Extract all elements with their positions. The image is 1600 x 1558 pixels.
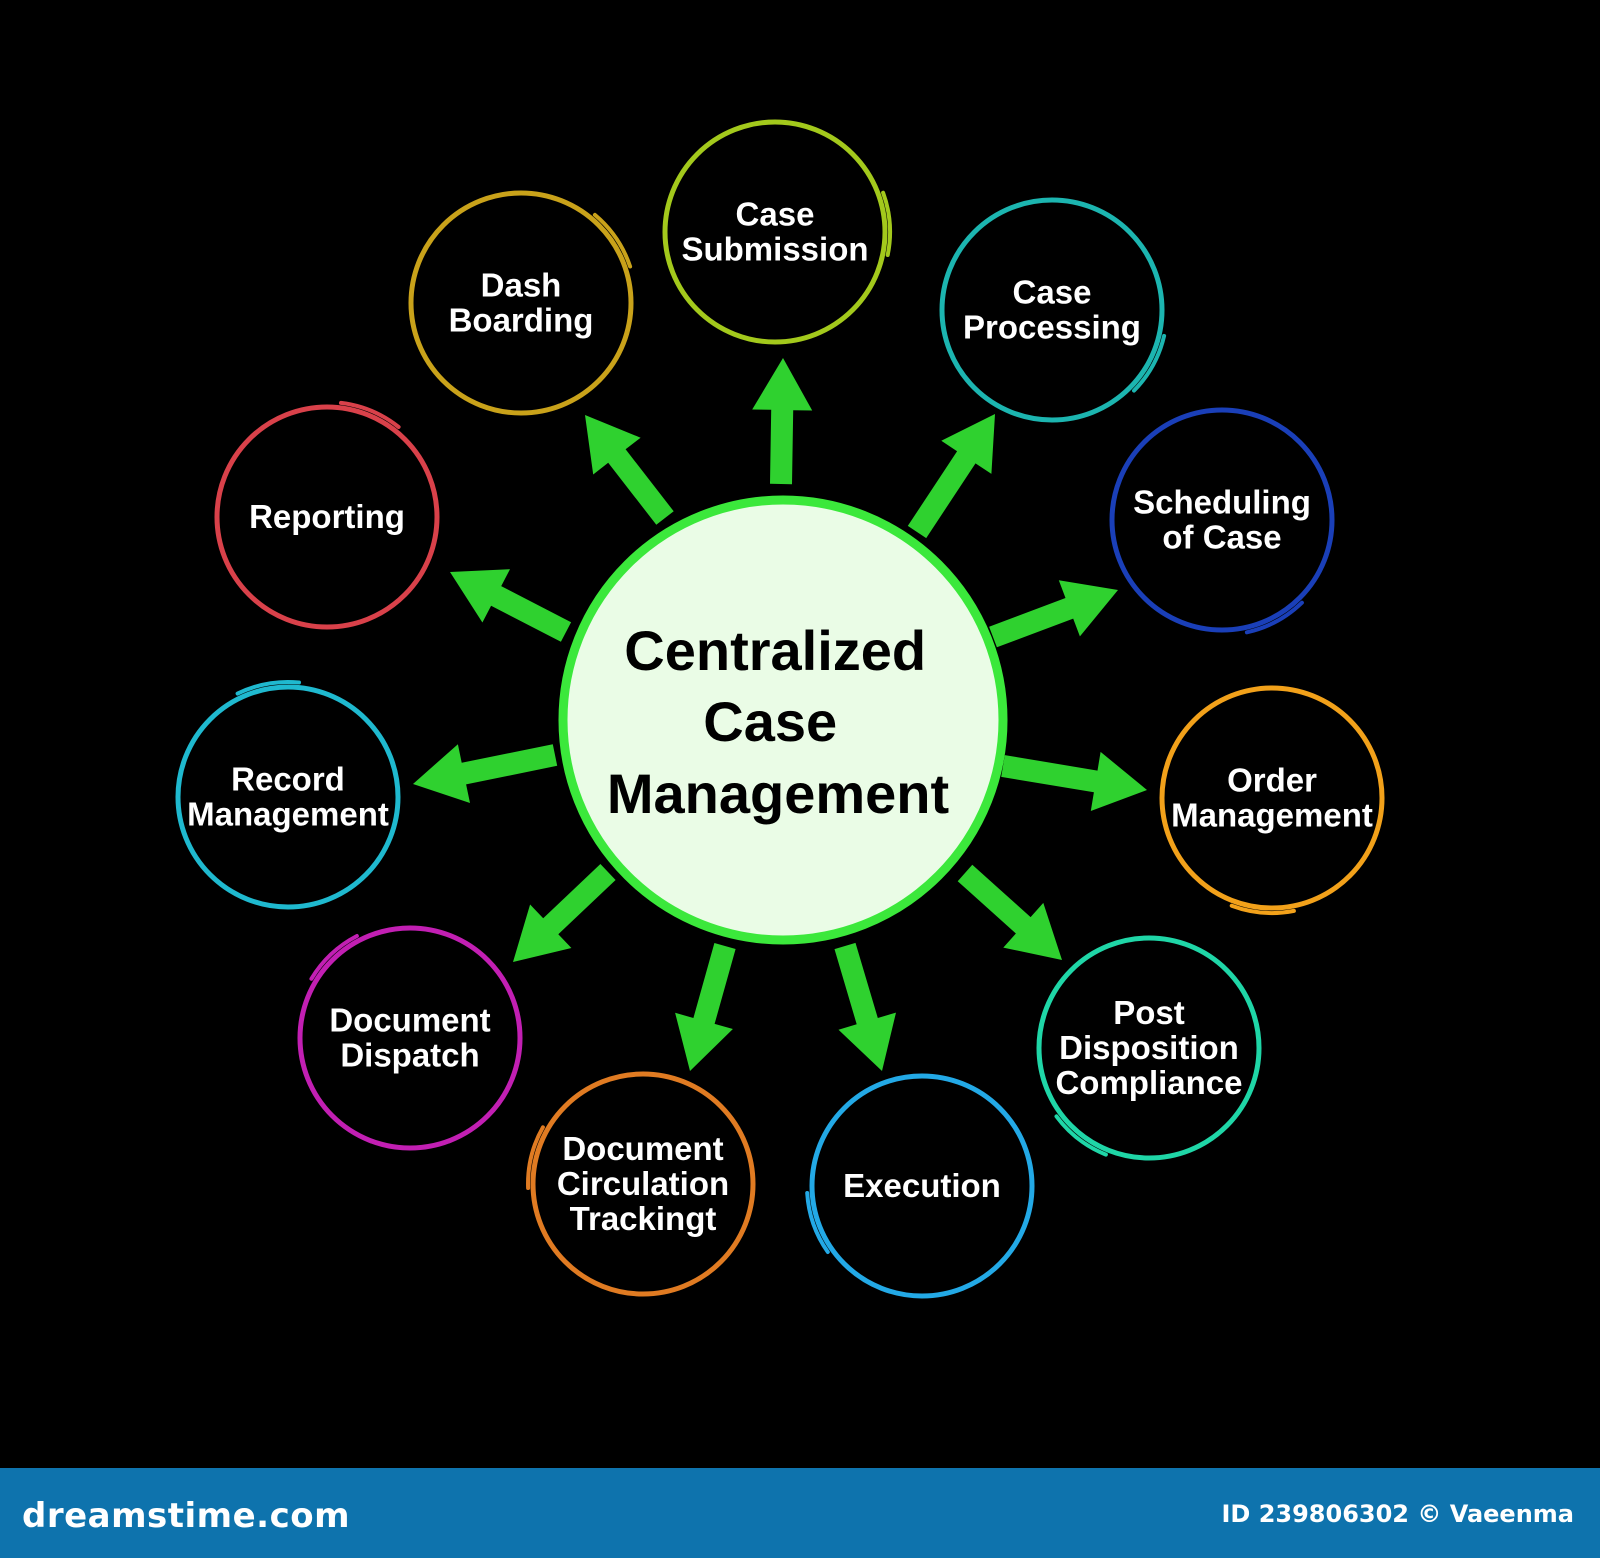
node-label-line: Document — [562, 1130, 723, 1167]
node-ring — [175, 684, 401, 910]
node-label-line: Order — [1227, 762, 1317, 799]
center-node: Centralized Case Management — [558, 495, 1008, 945]
arrow-9 — [413, 744, 558, 803]
arrow-8 — [513, 864, 616, 962]
node-label-line: Post — [1113, 994, 1185, 1031]
node-ring-stroke — [339, 400, 401, 429]
center-title-line-2: Case — [703, 690, 837, 753]
node-ring-stroke — [1244, 600, 1304, 635]
arrow-7 — [675, 943, 736, 1071]
node-label-line: Boarding — [449, 302, 594, 339]
node-label-line: Document — [329, 1002, 490, 1039]
node-label-line: Submission — [681, 231, 868, 268]
center-circle — [558, 495, 1008, 945]
node-ring — [809, 1073, 1035, 1299]
node-ring-stroke — [1054, 1114, 1108, 1157]
node-ring-stroke — [1229, 903, 1296, 915]
node-label-line: Case — [736, 196, 815, 233]
node-ring-stroke — [805, 1191, 830, 1254]
node-label-line: Scheduling — [1133, 484, 1311, 521]
node-label-line: Reporting — [249, 498, 405, 535]
node-reporting: Reporting — [214, 400, 440, 630]
node-label-line: of Case — [1162, 519, 1281, 556]
node-ring-stroke — [881, 190, 893, 257]
node-label-line: Record — [231, 761, 345, 798]
node-label-line: Processing — [963, 309, 1141, 346]
arrow-11 — [585, 415, 674, 525]
center-title-line-1: Centralized — [624, 619, 926, 682]
node-label-line: Dash — [481, 267, 562, 304]
node-label-line: Trackingt — [570, 1200, 717, 1237]
center-title: Centralized Case Management — [607, 619, 949, 825]
node-ring — [662, 119, 888, 345]
node-label-line: Management — [187, 796, 389, 833]
node-ring — [1109, 407, 1335, 633]
node-ring — [1159, 685, 1385, 911]
node-ring-stroke — [309, 934, 359, 981]
arrow-6 — [834, 942, 896, 1071]
node-ring-stroke — [592, 212, 633, 269]
node-ring — [408, 190, 634, 416]
arrow-5 — [957, 864, 1062, 960]
footer-brand[interactable]: dreamstime.com — [22, 1496, 351, 1536]
node-label-line: Management — [1171, 797, 1373, 834]
node-ring-stroke — [526, 1125, 545, 1190]
arrow-4 — [1001, 751, 1147, 811]
node-ring — [214, 404, 440, 630]
arrows-group — [413, 358, 1147, 1071]
node-label-line: Dispatch — [340, 1037, 479, 1074]
footer-bar: dreamstime.com ID 239806302 © Vaeenma — [0, 1468, 1600, 1558]
arrow-2 — [907, 414, 995, 539]
center-title-line-3: Management — [607, 762, 949, 825]
node-ring — [939, 197, 1165, 423]
node-label-line: Case — [1013, 274, 1092, 311]
node-label: Reporting — [249, 498, 405, 535]
arrow-10 — [450, 569, 572, 642]
node-ring — [530, 1071, 756, 1297]
node-execution: Execution — [805, 1073, 1035, 1299]
node-label-line: Disposition — [1059, 1029, 1239, 1066]
node-ring-stroke — [235, 680, 301, 696]
arrow-1 — [752, 358, 813, 485]
node-label-line: Compliance — [1055, 1064, 1242, 1101]
node-ring — [1036, 935, 1262, 1161]
node-ring-stroke — [1132, 333, 1167, 393]
node-label-line: Execution — [843, 1167, 1001, 1204]
footer-credit: ID 239806302 © Vaeenma — [1221, 1500, 1574, 1528]
arrow-3 — [989, 580, 1118, 648]
node-label: Execution — [843, 1167, 1001, 1204]
node-ring — [297, 925, 523, 1151]
node-label-line: Circulation — [557, 1165, 729, 1202]
